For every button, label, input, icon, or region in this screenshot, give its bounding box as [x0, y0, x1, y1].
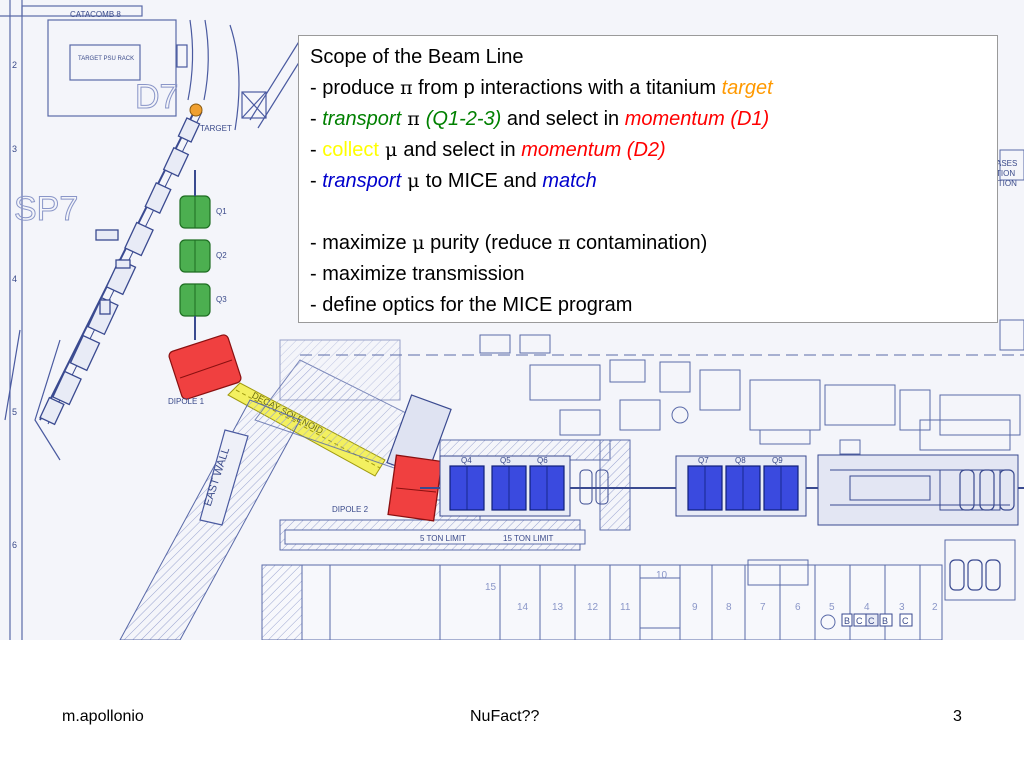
target-label: TARGET	[200, 124, 232, 133]
footer-event: NuFact??	[470, 708, 540, 725]
right-coils	[949, 469, 1015, 591]
bc-boxes	[841, 613, 913, 627]
bullet-produce: - produce π from p interactions with a t…	[310, 73, 997, 104]
bullet-text: -	[310, 108, 323, 130]
bullet-text: - maximize	[310, 232, 413, 254]
trench-number: 2	[932, 602, 938, 613]
side-text: TION	[996, 169, 1015, 178]
trench-number: 10	[656, 570, 668, 581]
spacer	[310, 197, 997, 228]
target-marker	[189, 103, 203, 117]
bullet-text: and select in	[501, 108, 625, 130]
pi-symbol: π	[400, 77, 413, 99]
trench-number: 13	[552, 602, 564, 613]
bullet-maximize-purity: - maximize μ purity (reduce π contaminat…	[310, 228, 997, 259]
rack-label: TARGET PSU RACK	[78, 56, 134, 62]
quad-label-q9: Q9	[772, 456, 783, 465]
q123-word: (Q1-2-3)	[425, 108, 502, 130]
pi-symbol: π	[401, 108, 426, 130]
footer-author: m.apollonio	[62, 708, 144, 725]
bc-label: B	[882, 616, 888, 626]
pi-symbol: π	[557, 232, 571, 254]
trench-number: 11	[620, 602, 631, 613]
ton-limit-1: 5 TON LIMIT	[420, 534, 466, 543]
quad-label-q6: Q6	[537, 456, 548, 465]
bullet-text: contamination)	[570, 232, 708, 254]
side-text: CTION	[992, 179, 1017, 188]
bullet-text: -	[310, 170, 323, 192]
ton-limit-band	[284, 529, 586, 545]
trench-number: 4	[864, 602, 870, 613]
dipole-1-label: DIPOLE 1	[168, 397, 205, 406]
quad-label-q7: Q7	[698, 456, 709, 465]
quad-label-q2: Q2	[216, 251, 227, 260]
bc-label: C	[868, 616, 875, 626]
bullet-text: -	[310, 139, 323, 161]
match-word: match	[542, 170, 597, 192]
upstream-beamline	[39, 107, 203, 426]
trench-number: 3	[899, 602, 905, 613]
trench-number: 5	[829, 602, 835, 613]
sp7-label: SP7	[14, 190, 78, 228]
east-wall	[199, 429, 249, 526]
trench-number: 8	[726, 602, 732, 613]
quad-label-q3: Q3	[216, 295, 227, 304]
trench-covers	[261, 539, 1016, 640]
footer-page-number: 3	[953, 708, 962, 725]
trench-number: 7	[760, 602, 766, 613]
bullet-transport-mu: - transport μ to MICE and match	[310, 166, 997, 197]
trench-number: 6	[795, 602, 801, 613]
mu-symbol: μ	[401, 170, 426, 192]
bc-label: B	[844, 616, 850, 626]
quad-label-q1: Q1	[216, 207, 227, 216]
target-box	[176, 44, 267, 119]
momentum-d2-word: momentum (D2)	[521, 139, 666, 161]
row-number: 5	[12, 407, 17, 417]
row-number: 2	[12, 60, 17, 70]
quad-label-q5: Q5	[500, 456, 511, 465]
mu-symbol: μ	[412, 232, 425, 254]
bullet-collect-mu: - collect μ and select in momentum (D2)	[310, 135, 997, 166]
upstream-quads	[179, 170, 211, 340]
momentum-d1-word: momentum (D1)	[624, 108, 770, 130]
ton-limit-2: 15 TON LIMIT	[503, 534, 554, 543]
catacomb-label: CATACOMB 8	[70, 10, 121, 19]
bullet-text: and select in	[403, 139, 522, 161]
row-number: 3	[12, 144, 17, 154]
trench-number: 14	[517, 602, 529, 613]
mu-symbol: μ	[378, 139, 404, 161]
bullet-text: purity (reduce	[424, 232, 558, 254]
row-number: 4	[12, 274, 17, 284]
row-number: 6	[12, 540, 17, 550]
hall-rooms	[300, 149, 1024, 455]
dipole-1	[168, 334, 242, 400]
side-text: ASES	[996, 159, 1017, 168]
bc-label: C	[902, 616, 909, 626]
bullet-transport-pi: - transport π (Q1-2-3) and select in mom…	[310, 104, 997, 135]
trench-number: 15	[485, 582, 497, 593]
collect-word: collect	[322, 139, 379, 161]
trench-number: 9	[692, 602, 698, 613]
quad-label-q4: Q4	[461, 456, 472, 465]
catacomb-room	[0, 0, 177, 640]
transport-word: transport	[322, 108, 402, 130]
bullet-maximize-transmission: - maximize transmission	[310, 263, 525, 285]
dipole-2-label: DIPOLE 2	[332, 505, 369, 514]
d7-label: D7	[135, 78, 178, 116]
target-word: target	[721, 77, 773, 99]
scope-text-box: Scope of the Beam Line - produce π from …	[298, 35, 998, 323]
transport-word: transport	[322, 170, 402, 192]
bullet-text: to MICE and	[425, 170, 543, 192]
trench-number: 12	[587, 602, 599, 613]
dipole-2-housing	[386, 394, 452, 522]
bullet-define-optics: - define optics for the MICE program	[310, 294, 633, 316]
bullet-text: from p interactions with a titanium	[412, 77, 722, 99]
quad-label-q8: Q8	[735, 456, 746, 465]
bullet-text: - produce	[310, 77, 401, 99]
scope-title: Scope of the Beam Line	[310, 46, 524, 68]
bc-label: C	[856, 616, 863, 626]
